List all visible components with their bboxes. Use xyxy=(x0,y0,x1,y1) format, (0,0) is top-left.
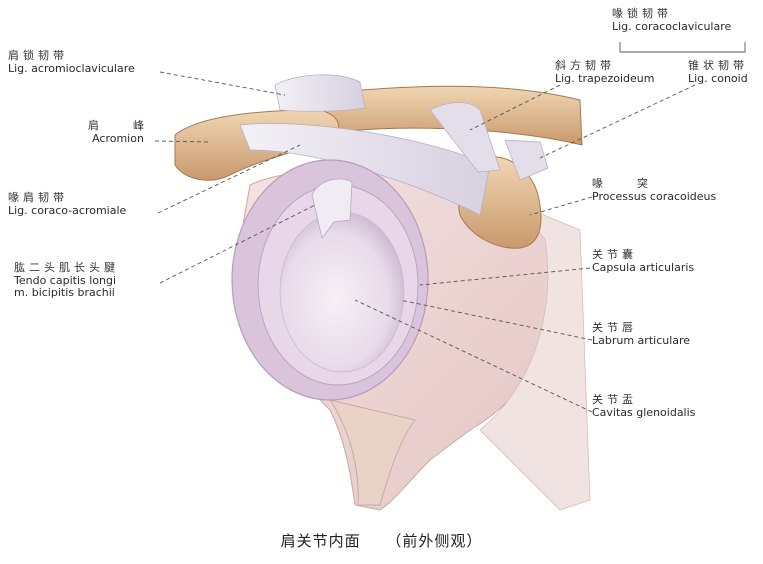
scapula-shadow xyxy=(479,204,591,511)
label-trapezoid-en: Lig. trapezoideum xyxy=(555,71,655,85)
label-capsule-en: Capsula articularis xyxy=(592,260,695,274)
label-coracoid-zh: 喙 突 xyxy=(592,177,652,190)
label-coracoclavicular: 喙锁韧带 Lig. coracoclaviculare xyxy=(612,7,732,33)
label-capsule: 关节囊 Capsula articularis xyxy=(592,248,695,274)
label-acromion: 肩 峰 Acromion xyxy=(88,119,148,145)
label-capsule-zh: 关节囊 xyxy=(592,248,637,261)
label-coracoclavicular-zh: 喙锁韧带 xyxy=(612,7,672,20)
label-acromion-en: Acromion xyxy=(92,131,144,145)
acromioclavicular-ligament xyxy=(274,74,366,112)
conoid-ligament xyxy=(504,139,549,181)
label-coracoid: 喙 突 Processus coracoideus xyxy=(592,177,717,203)
label-acromioclavicular-en: Lig. acromioclaviculare xyxy=(8,61,135,75)
label-labrum: 关节唇 Labrum articulare xyxy=(592,321,691,347)
label-glenoid-en: Cavitas glenoidalis xyxy=(592,405,696,419)
trapezoid-ligament xyxy=(429,102,501,173)
label-trapezoid: 斜方韧带 Lig. trapezoideum xyxy=(555,59,655,85)
label-coracoclavicular-en: Lig. coracoclaviculare xyxy=(612,19,732,33)
label-acromion-zh: 肩 峰 xyxy=(88,119,148,132)
label-biceps-en1: Tendo capitis longi xyxy=(14,273,117,287)
caption-sub: （前外侧观） xyxy=(386,532,483,550)
figure-caption: 肩关节内面 （前外侧观） xyxy=(0,530,763,551)
label-coracoacromial-en: Lig. coraco-acromiale xyxy=(8,203,127,217)
leader-lines xyxy=(154,42,746,413)
label-labrum-zh: 关节唇 xyxy=(592,321,637,334)
label-biceps-en2: m. bicipitis brachii xyxy=(14,286,115,300)
biceps-tendon xyxy=(311,178,353,239)
label-trapezoid-zh: 斜方韧带 xyxy=(555,59,615,72)
label-biceps: 肱二头肌长头腱 Tendo capitis longi m. bicipitis… xyxy=(14,261,119,300)
caption-main: 肩关节内面 xyxy=(280,532,361,550)
label-biceps-zh: 肱二头肌长头腱 xyxy=(14,261,119,274)
label-conoid-en: Lig. conoid xyxy=(688,71,748,85)
label-coracoacromial: 喙肩韧带 Lig. coraco-acromiale xyxy=(8,191,127,217)
label-coracoid-en: Processus coracoideus xyxy=(592,189,717,203)
label-labrum-en: Labrum articulare xyxy=(592,333,691,347)
label-conoid: 锥状韧带 Lig. conoid xyxy=(688,59,748,85)
label-acromioclavicular-zh: 肩锁韧带 xyxy=(8,49,68,62)
label-acromioclavicular: 肩锁韧带 Lig. acromioclaviculare xyxy=(8,49,135,75)
glenoid-cavity xyxy=(279,211,405,373)
label-glenoid-zh: 关节盂 xyxy=(592,393,637,406)
label-glenoid: 关节盂 Cavitas glenoidalis xyxy=(592,393,696,419)
label-coracoacromial-zh: 喙肩韧带 xyxy=(8,191,68,204)
label-conoid-zh: 锥状韧带 xyxy=(688,59,748,72)
scapula-neck xyxy=(328,399,416,506)
